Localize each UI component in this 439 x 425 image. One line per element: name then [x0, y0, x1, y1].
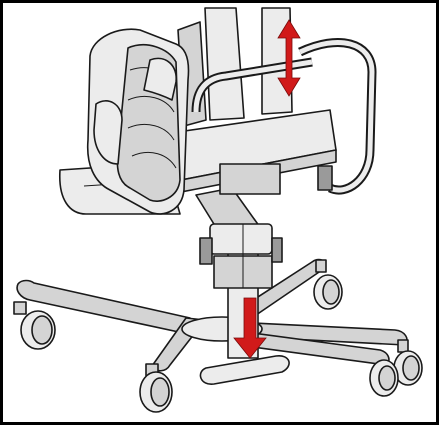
foot-pedal — [199, 355, 290, 385]
caster-front-right — [369, 359, 399, 397]
caster-front-left — [139, 363, 173, 413]
caster-left — [13, 301, 56, 350]
caster-right — [393, 339, 423, 386]
caster-back-right — [313, 259, 343, 310]
seat-assembly — [59, 7, 377, 215]
back-frame — [204, 7, 245, 121]
backrest-height-adjust-arrow — [277, 19, 301, 97]
wheeled-base — [13, 258, 423, 413]
base-height-adjust-arrow — [233, 297, 267, 359]
